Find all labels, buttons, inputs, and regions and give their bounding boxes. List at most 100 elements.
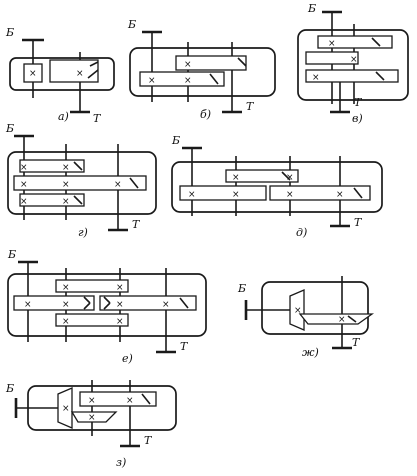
label-b-d: Б bbox=[171, 134, 180, 147]
gear-d-1 bbox=[225, 169, 299, 183]
bevel-pinion-zh bbox=[289, 289, 305, 331]
cross-a-1: × bbox=[29, 69, 37, 79]
label-b-z: Б bbox=[5, 382, 14, 395]
cross-g-5: × bbox=[114, 180, 122, 190]
cross-g-4: × bbox=[62, 180, 70, 190]
gear-a-2 bbox=[49, 59, 99, 83]
gear-d-2 bbox=[179, 185, 267, 201]
label-b-zh: Б bbox=[237, 282, 246, 295]
housing-e bbox=[7, 273, 207, 337]
caption-b: б) bbox=[200, 108, 211, 121]
cross-b-2: × bbox=[148, 76, 156, 86]
helix-g-2 bbox=[129, 177, 139, 189]
cross-b-1: × bbox=[184, 60, 192, 70]
gear-g-3 bbox=[19, 193, 85, 207]
helix-e-2 bbox=[83, 302, 91, 310]
label-t-a: Т bbox=[93, 112, 102, 125]
label-t-v: Т bbox=[354, 96, 363, 109]
gear-d-3 bbox=[269, 185, 371, 201]
cross-z-2: × bbox=[126, 396, 134, 406]
gear-b-1 bbox=[175, 55, 247, 71]
helix-b-1 bbox=[237, 57, 247, 67]
label-t-g: Т bbox=[132, 218, 141, 231]
cross-d-4: × bbox=[232, 190, 240, 200]
cross-d-6: × bbox=[336, 190, 344, 200]
helix-e-5 bbox=[179, 297, 189, 309]
scheme-z: × × × × Б Т з) bbox=[5, 380, 177, 469]
label-b-g: Б bbox=[5, 122, 14, 135]
gear-v-3 bbox=[305, 69, 399, 83]
cross-e-6: × bbox=[162, 300, 170, 310]
scheme-v: × × × Б Т в) bbox=[297, 2, 409, 125]
caption-e: е) bbox=[122, 352, 133, 365]
scheme-e: × × × × × × × × Б Т е) bbox=[7, 248, 207, 365]
helix-b-2 bbox=[209, 73, 219, 85]
helix-e-1 bbox=[83, 296, 91, 304]
caption-v: в) bbox=[352, 112, 363, 125]
cross-d-2: × bbox=[286, 173, 294, 183]
cross-v-3: × bbox=[312, 73, 320, 83]
helix-z bbox=[141, 393, 151, 405]
bevel-wheel-zh bbox=[298, 313, 375, 325]
caption-d: д) bbox=[296, 226, 307, 239]
label-t-zh: Т bbox=[352, 336, 361, 349]
helix-a bbox=[89, 61, 99, 67]
cross-g-7: × bbox=[62, 197, 70, 207]
caption-g: г) bbox=[78, 226, 88, 239]
cross-e-4: × bbox=[62, 300, 70, 310]
cross-d-3: × bbox=[188, 190, 196, 200]
bevel-wheel-z bbox=[70, 411, 118, 423]
helix-d-2 bbox=[353, 187, 363, 199]
cross-z-3: × bbox=[62, 404, 70, 414]
cross-b-3: × bbox=[184, 76, 192, 86]
scheme-g: × × × × × × × Б Т г) bbox=[5, 122, 157, 239]
cross-e-5: × bbox=[116, 300, 124, 310]
helix-g-1 bbox=[73, 161, 83, 171]
housing-d bbox=[171, 161, 383, 213]
gear-g-1 bbox=[19, 159, 85, 173]
cross-z-1: × bbox=[88, 396, 96, 406]
cross-e-7: × bbox=[62, 317, 70, 327]
cross-e-8: × bbox=[116, 317, 124, 327]
gear-e-2 bbox=[13, 295, 95, 311]
cross-g-3: × bbox=[20, 180, 28, 190]
cross-v-2: × bbox=[350, 55, 358, 65]
caption-a: а) bbox=[58, 110, 69, 123]
cross-e-3: × bbox=[24, 300, 32, 310]
helix-e-4 bbox=[103, 302, 111, 310]
gear-g-2 bbox=[13, 175, 147, 191]
label-b-b: Б bbox=[127, 18, 136, 31]
gear-a-1 bbox=[23, 63, 43, 83]
caption-zh: ж) bbox=[302, 346, 319, 359]
helix-e-3 bbox=[103, 296, 111, 304]
scheme-a: × × Б Т а) bbox=[5, 26, 115, 125]
label-t-e: Т bbox=[180, 340, 189, 353]
label-t-d: Т bbox=[354, 216, 363, 229]
helix-v-2 bbox=[375, 71, 385, 81]
housing-a bbox=[9, 57, 115, 91]
helix-g-3 bbox=[73, 195, 83, 205]
label-b-a: Б bbox=[5, 26, 14, 39]
cross-a-2: × bbox=[76, 69, 84, 79]
gear-e-4 bbox=[55, 313, 129, 327]
gear-v-2 bbox=[305, 51, 359, 65]
housing-v bbox=[297, 29, 409, 101]
helix-zh bbox=[347, 315, 357, 323]
helix-d-1 bbox=[281, 171, 291, 181]
cross-z-4: × bbox=[88, 413, 96, 423]
gear-z-1 bbox=[79, 391, 157, 407]
cross-g-6: × bbox=[20, 197, 28, 207]
cross-d-1: × bbox=[232, 173, 240, 183]
gear-e-1 bbox=[55, 279, 129, 293]
cross-e-1: × bbox=[62, 283, 70, 293]
caption-z: з) bbox=[116, 456, 126, 469]
cross-e-2: × bbox=[116, 283, 124, 293]
scheme-zh: × × Б Т ж) bbox=[237, 276, 375, 359]
scheme-b: × × × Б Т б) bbox=[127, 18, 276, 121]
cross-v-1: × bbox=[328, 39, 336, 49]
cross-zh-1: × bbox=[294, 306, 302, 316]
label-b-e: Б bbox=[7, 248, 16, 261]
helix-a-2 bbox=[87, 69, 99, 79]
cross-g-1: × bbox=[20, 163, 28, 173]
